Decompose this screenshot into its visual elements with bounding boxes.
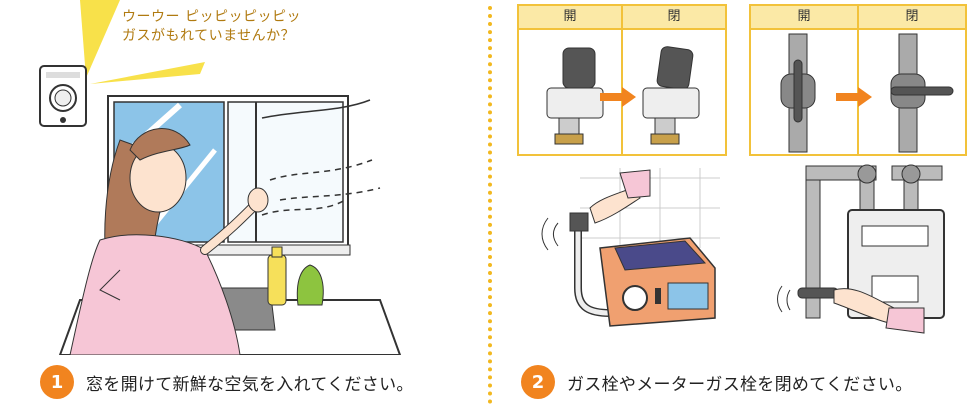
gas-alarm-device: [39, 65, 87, 127]
close-label: 閉: [857, 6, 965, 28]
closing-meter-valve-illustration: [777, 164, 945, 334]
stove-stopcock-illustration-wrap: [520, 168, 720, 328]
meter-valve-open-close-illustration: [780, 30, 954, 156]
meter-illustration-wrap: [764, 158, 964, 338]
stopcock-panel: 開 閉: [517, 4, 727, 156]
closing-stopcock-near-stove-illustration: [541, 168, 720, 327]
step-2: 2 ガス栓やメーターガス栓を閉めてください。: [521, 362, 913, 402]
step-number-badge: 1: [40, 365, 74, 399]
meter-valve-panel: 開 閉: [749, 4, 967, 156]
alarm-question-text: ガスがもれていませんか？: [122, 28, 296, 44]
close-label: 閉: [621, 6, 725, 28]
open-label: 開: [797, 9, 811, 24]
step-description: ガス栓やメーターガス栓を閉めてください。: [567, 374, 913, 395]
step-1: 1 窓を開けて新鮮な空気を入れてください。: [40, 362, 414, 402]
stopcock-open-close-illustration: [546, 30, 700, 156]
alarm-message: ウーウー ピッピッピッピッ ガスがもれていませんか？: [122, 8, 382, 46]
step-description: 窓を開けて新鮮な空気を入れてください。: [86, 374, 414, 395]
arrow-right-icon: [600, 87, 636, 107]
step-number-badge: 2: [521, 365, 555, 399]
gas-alarm-icon: [38, 64, 88, 128]
arrow-right-icon: [836, 87, 872, 107]
open-label: 開: [563, 9, 577, 24]
left-illustration: [0, 0, 488, 355]
meter-valve-panel-header: 開 閉: [751, 6, 965, 30]
woman-opening-window-illustration: [58, 0, 402, 355]
stopcock-panel-header: 開 閉: [519, 6, 725, 30]
section-divider: [488, 6, 492, 404]
alarm-sound-text: ウーウー ピッピッピッピッ: [122, 9, 301, 25]
